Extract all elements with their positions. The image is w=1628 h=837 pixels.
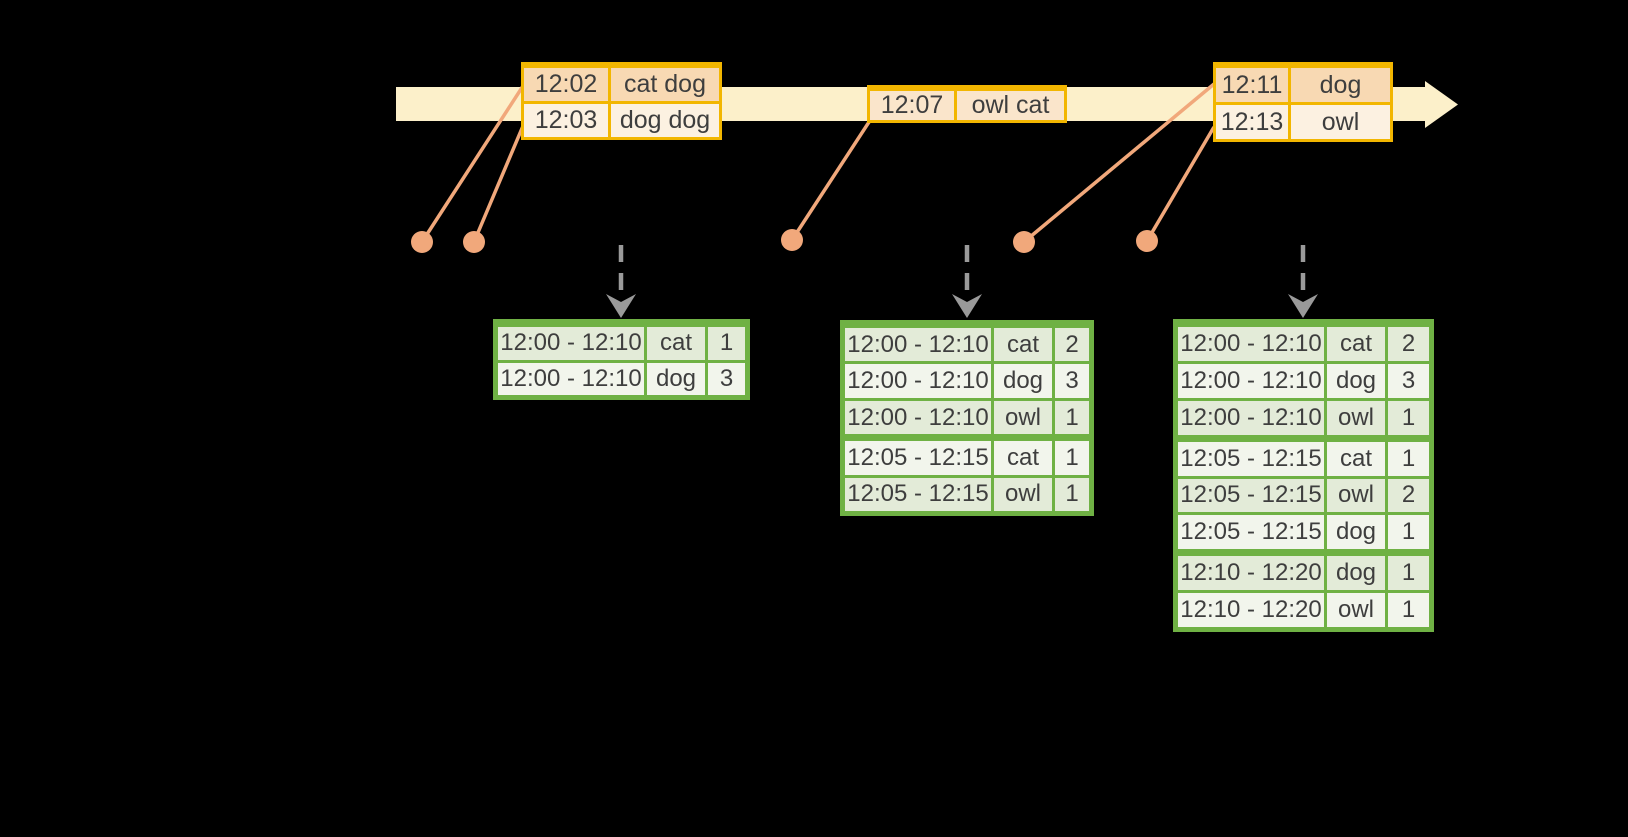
count-cell: 3 [1388,363,1429,398]
event-dot-3 [781,229,803,251]
event-dot-5 [1136,230,1158,252]
word-cell: owl [1327,593,1385,627]
word-cell: owl [994,400,1052,435]
result-table-2: 12:00 - 12:10 cat 2 12:00 - 12:10 dog 3 … [840,320,1094,516]
event-box-1: 12:02 cat dog 12:03 dog dog [521,62,722,140]
word-cell: cat [994,328,1052,362]
word-cell: dog [1327,515,1385,550]
event-box-3: 12:11 dog 12:13 owl [1213,62,1393,142]
word-cell: owl [1327,478,1385,513]
word-cell: dog [647,362,705,395]
result-row: 12:00 - 12:10 owl 1 [845,400,1089,435]
window-cell: 12:00 - 12:10 [498,362,644,395]
result-row: 12:05 - 12:15 owl 2 [1178,478,1429,513]
window-cell: 12:00 - 12:10 [498,327,644,360]
count-cell: 1 [1055,477,1089,512]
window-cell: 12:00 - 12:10 [1178,327,1324,361]
result-row: 12:00 - 12:10 dog 3 [845,364,1089,398]
event-words: dog dog [611,104,719,137]
event-time: 12:07 [870,91,954,120]
window-cell: 12:00 - 12:10 [1178,400,1324,435]
event-words: dog [1291,68,1390,102]
result-row: 12:05 - 12:15 cat 1 [845,441,1089,475]
result-table-3: 12:00 - 12:10 cat 2 12:00 - 12:10 dog 3 … [1173,319,1434,632]
event-markers [411,229,1158,253]
window-cell: 12:00 - 12:10 [1178,363,1324,398]
result-row: 12:05 - 12:15 dog 1 [1178,515,1429,550]
event-words: owl [1291,105,1390,139]
event-words: owl cat [957,91,1064,120]
window-cell: 12:00 - 12:10 [845,364,991,398]
word-cell: owl [1327,400,1385,435]
count-cell: 2 [1388,327,1429,361]
window-cell: 12:05 - 12:15 [1178,515,1324,550]
event-connector-line-1 [420,85,525,243]
trigger-arrows [618,245,1306,298]
count-cell: 1 [1388,556,1429,591]
count-cell: 1 [1388,515,1429,550]
event-connector-line-5 [1145,126,1216,242]
event-connector-line-2 [472,125,525,243]
trigger-arrowheads [606,294,1318,318]
count-cell: 1 [1055,400,1089,435]
event-row: 12:11 dog [1216,68,1390,102]
count-cell: 2 [1055,328,1089,362]
count-cell: 1 [1388,593,1429,627]
event-time: 12:03 [524,104,608,137]
result-row: 12:10 - 12:20 owl 1 [1178,593,1429,627]
word-cell: dog [994,364,1052,398]
result-row: 12:00 - 12:10 cat 2 [1178,327,1429,361]
word-cell: dog [1327,363,1385,398]
result-row: 12:00 - 12:10 cat 2 [845,328,1089,362]
event-connectors [420,82,1216,244]
result-table-1: 12:00 - 12:10 cat 1 12:00 - 12:10 dog 3 [493,319,750,400]
event-time: 12:11 [1216,68,1288,102]
trigger-arrowhead-2 [952,294,982,318]
event-time: 12:13 [1216,105,1288,139]
word-cell: cat [1327,327,1385,361]
result-row: 12:10 - 12:20 dog 1 [1178,556,1429,591]
count-cell: 1 [1055,441,1089,475]
event-row: 12:02 cat dog [524,68,719,101]
count-cell: 3 [1055,364,1089,398]
result-row: 12:00 - 12:10 dog 3 [1178,363,1429,398]
window-cell: 12:00 - 12:10 [845,400,991,435]
window-cell: 12:00 - 12:10 [845,328,991,362]
count-cell: 1 [708,327,745,360]
result-row: 12:00 - 12:10 owl 1 [1178,400,1429,435]
window-cell: 12:05 - 12:15 [845,477,991,512]
timeline-arrowhead [1425,81,1458,128]
trigger-arrowhead-3 [1288,294,1318,318]
result-row: 12:05 - 12:15 cat 1 [1178,441,1429,476]
window-cell: 12:10 - 12:20 [1178,556,1324,591]
event-words: cat dog [611,68,719,101]
result-row: 12:00 - 12:10 dog 3 [498,362,745,395]
word-cell: cat [647,327,705,360]
count-cell: 1 [1388,400,1429,435]
event-box-2: 12:07 owl cat [867,85,1067,123]
event-dot-1 [411,231,433,253]
event-connector-line-3 [790,121,871,241]
word-cell: cat [994,441,1052,475]
window-cell: 12:05 - 12:15 [1178,441,1324,476]
count-cell: 1 [1388,441,1429,476]
word-cell: dog [1327,556,1385,591]
event-dot-4 [1013,231,1035,253]
event-time: 12:02 [524,68,608,101]
event-row: 12:13 owl [1216,105,1390,139]
event-row: 12:03 dog dog [524,104,719,137]
word-cell: cat [1327,441,1385,476]
window-cell: 12:10 - 12:20 [1178,593,1324,627]
count-cell: 3 [708,362,745,395]
result-row: 12:05 - 12:15 owl 1 [845,477,1089,512]
window-cell: 12:05 - 12:15 [1178,478,1324,513]
event-row: 12:07 owl cat [870,91,1064,120]
count-cell: 2 [1388,478,1429,513]
result-row: 12:00 - 12:10 cat 1 [498,327,745,360]
trigger-arrowhead-1 [606,294,636,318]
word-cell: owl [994,477,1052,512]
event-connector-line-4 [1022,82,1216,244]
event-dot-2 [463,231,485,253]
window-cell: 12:05 - 12:15 [845,441,991,475]
